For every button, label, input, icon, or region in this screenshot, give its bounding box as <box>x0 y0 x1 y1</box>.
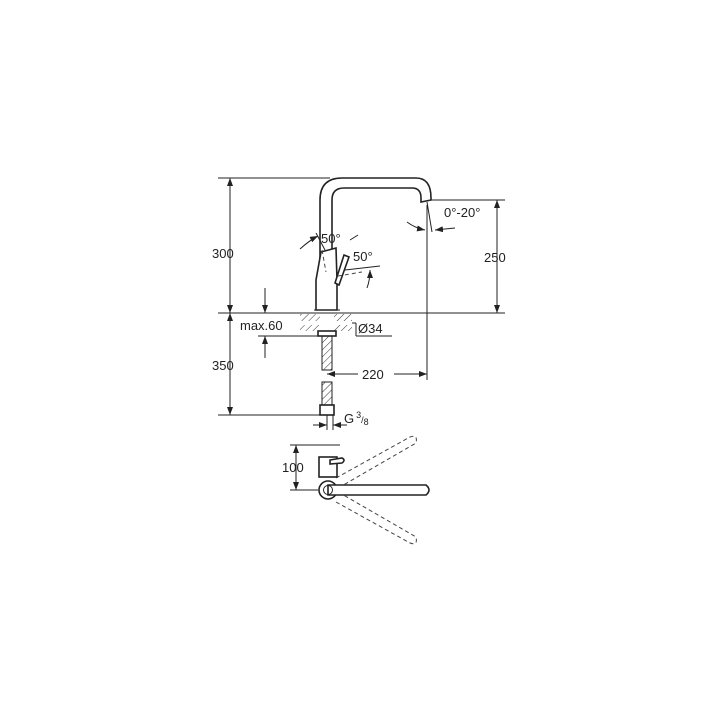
faucet-body <box>315 246 338 311</box>
handle-angle-side-label: 50° <box>321 231 341 246</box>
handle-lever <box>334 253 351 287</box>
dim-300-label: 300 <box>212 246 234 261</box>
deck-section <box>258 288 392 358</box>
supply-hoses <box>313 335 347 430</box>
thread-numerator: 3 <box>356 410 361 420</box>
hole-diameter-label: Ø34 <box>358 321 383 336</box>
deck-thickness-label: max.60 <box>240 318 283 333</box>
thread-slash: / <box>361 415 364 425</box>
top-view <box>290 435 430 545</box>
thread-denominator: 8 <box>364 417 369 427</box>
dim-350-label: 350 <box>212 358 234 373</box>
dim-250-label: 250 <box>484 250 506 265</box>
dim-220-label: 220 <box>362 367 384 382</box>
handle-angle-front-label: 50° <box>353 249 373 264</box>
spout-angle-label: 0°-20° <box>444 205 480 220</box>
thread-letter: G <box>344 411 354 426</box>
top-view-100-label: 100 <box>282 460 304 475</box>
angle-indicators <box>299 201 456 289</box>
extension-lines <box>218 177 505 416</box>
